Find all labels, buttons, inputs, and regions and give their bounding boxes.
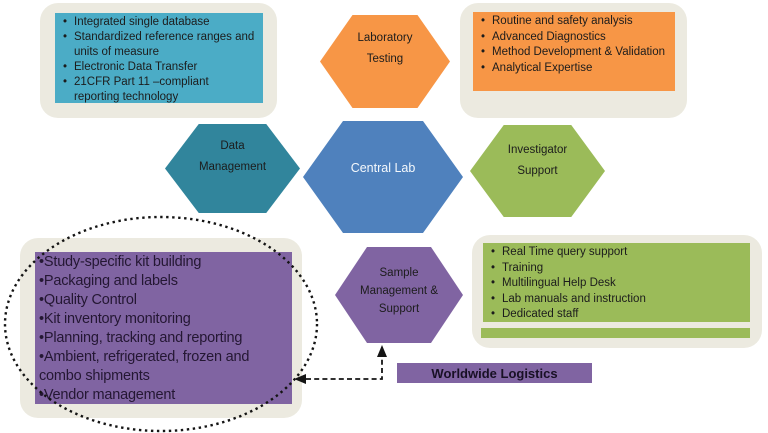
hexagon-investigator-support: Investigator Support — [470, 125, 605, 217]
hexagon-label: Central Lab — [351, 158, 416, 179]
hexagon-label-line: Management — [198, 160, 267, 173]
bullet-item: Analytical Expertise — [480, 61, 669, 77]
hexagon-label-line: Investigator — [507, 144, 568, 156]
bullet-item: Integrated single database — [62, 15, 255, 30]
hexagon-label: Sample Management & Support — [360, 264, 438, 318]
bullet-item: Advanced Diagnostics — [480, 30, 669, 46]
hexagon-label-line: Testing — [366, 52, 404, 65]
bullet-item: Training — [490, 261, 744, 277]
bullet-item: Packaging and labels — [39, 272, 288, 291]
data-management-details-box: Integrated single databaseStandardized r… — [55, 13, 263, 103]
sample-management-details-list: Study-specific kit buildingPackaging and… — [35, 252, 292, 405]
laboratory-testing-details-box: Routine and safety analysisAdvanced Diag… — [473, 12, 675, 91]
hexagon-central-lab: Central Lab — [303, 121, 463, 233]
hexagon-label-line: Support — [517, 165, 558, 177]
bullet-item: Kit inventory monitoring — [39, 310, 288, 329]
arrowhead-up-icon — [377, 345, 387, 357]
data-management-details-list: Integrated single databaseStandardized r… — [55, 13, 263, 105]
hexagon-label: Investigator Support — [508, 140, 567, 182]
hexagon-label-line: Central Lab — [350, 160, 416, 175]
bullet-item: Method Development & Validation — [480, 45, 669, 61]
worldwide-logistics-banner: Worldwide Logistics — [397, 363, 592, 383]
bullet-item: Real Time query support — [490, 245, 744, 261]
worldwide-logistics-label: Worldwide Logistics — [431, 365, 558, 381]
sample-management-details-box: Study-specific kit buildingPackaging and… — [35, 252, 292, 404]
bullet-item: Vendor management — [39, 386, 288, 405]
bullet-item: Study-specific kit building — [39, 253, 288, 272]
hexagon-label: Laboratory Testing — [358, 28, 413, 70]
hexagon-label: Data Management — [199, 136, 266, 178]
hexagon-sample-management: Sample Management & Support — [335, 247, 463, 343]
bullet-item: Multilingual Help Desk — [490, 276, 744, 292]
bullet-item: Dedicated staff — [490, 307, 744, 323]
bullet-item: Lab manuals and instruction — [490, 292, 744, 308]
bullet-item: Routine and safety analysis — [480, 14, 669, 30]
hexagon-label-line: Data — [220, 139, 245, 152]
bullet-item: Ambient, refrigerated, frozen and combo … — [39, 348, 288, 386]
bullet-item: Standardized reference ranges and units … — [62, 30, 255, 60]
bullet-item: Planning, tracking and reporting — [39, 329, 288, 348]
hexagon-laboratory-testing: Laboratory Testing — [320, 15, 450, 108]
hexagon-data-management: Data Management — [165, 124, 300, 213]
hexagon-label-line: Laboratory — [357, 31, 413, 44]
hexagon-label-line: Sample — [379, 267, 419, 279]
dashed-connector-line — [306, 356, 383, 380]
bullet-item: Electronic Data Transfer — [62, 60, 255, 75]
hexagon-label-line: Support — [378, 303, 420, 315]
hexagon-label-line: Management & — [360, 285, 438, 297]
bullet-item: Quality Control — [39, 291, 288, 310]
laboratory-testing-details-list: Routine and safety analysisAdvanced Diag… — [473, 12, 675, 76]
investigator-support-details-list: Real Time query supportTrainingMultiling… — [483, 243, 750, 323]
bullet-item: 21CFR Part 11 –compliant reporting techn… — [62, 75, 255, 105]
investigator-support-details-box: Real Time query supportTrainingMultiling… — [483, 243, 750, 322]
green-accent-bar — [481, 328, 750, 338]
